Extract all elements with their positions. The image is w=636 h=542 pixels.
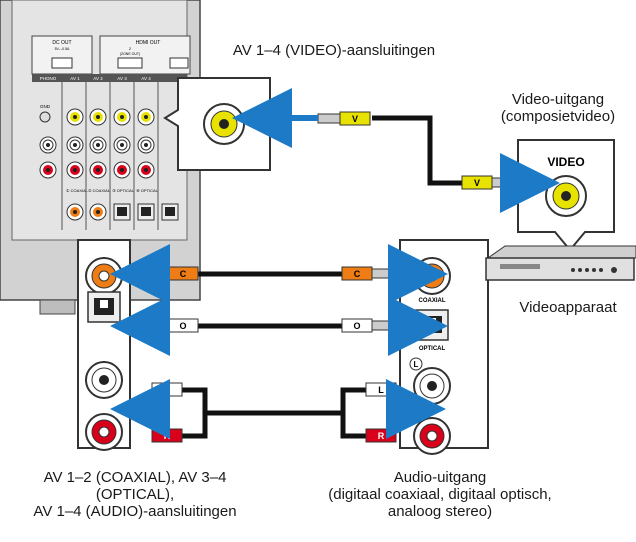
- receiver-rear-panel: DC OUT 5V---0.5A HDMI OUT 2 (ZONE OUT) P…: [0, 0, 201, 315]
- right-plug-label: R: [164, 431, 171, 441]
- gnd-label: GND: [40, 104, 51, 109]
- svg-text:2: 2: [129, 46, 132, 51]
- audio-output-label: Audio-uitgang (digitaal coaxiaal, digita…: [328, 469, 552, 520]
- video-output-label: Video-uitgang (composietvideo): [500, 91, 616, 125]
- svg-text:AV 1: AV 1: [70, 76, 80, 81]
- receiver-video-jack-callout: [163, 77, 271, 171]
- video-jack-title: VIDEO: [547, 155, 584, 169]
- svg-text:AV 3: AV 3: [117, 76, 127, 81]
- usb-port: [51, 57, 73, 69]
- dc-out-label: DC OUT: [52, 40, 71, 46]
- optical-plug-label: O: [179, 321, 186, 331]
- hdmi-port: [117, 57, 143, 69]
- receiver-jack-grid: ① COAXIAL ② COAXIAL ③ OPTICAL ④ OPTICAL: [39, 108, 179, 221]
- svg-text:AV 2: AV 2: [93, 76, 103, 81]
- video-device-icon: [485, 245, 636, 281]
- receiver-inputs-label: AV 1–2 (COAXIAL), AV 3–4 (OPTICAL), AV 1…: [33, 469, 237, 520]
- phono-label: PHONO: [40, 76, 57, 81]
- optical-cable: O O: [147, 318, 393, 333]
- svg-text:R: R: [378, 431, 385, 441]
- device-video-jack-callout: VIDEO: [517, 139, 615, 252]
- stereo-audio-cable: L R L R: [151, 382, 397, 443]
- svg-text:L: L: [378, 385, 384, 395]
- hdmi-out-label: HDMI OUT: [136, 40, 161, 46]
- video-plug-label: V: [352, 114, 358, 124]
- left-channel-label: L: [414, 360, 419, 369]
- svg-text:V: V: [474, 178, 480, 188]
- video-device-label: Videoapparaat: [519, 299, 617, 316]
- svg-text:③ OPTICAL: ③ OPTICAL: [112, 188, 135, 193]
- svg-text:② COAXIAL: ② COAXIAL: [88, 188, 111, 193]
- left-plug-label: L: [164, 385, 170, 395]
- svg-text:④ OPTICAL: ④ OPTICAL: [136, 188, 159, 193]
- svg-text:AV 4: AV 4: [141, 76, 151, 81]
- coaxial-cable: C C: [147, 266, 393, 281]
- svg-text:O: O: [353, 321, 360, 331]
- svg-text:C: C: [354, 269, 361, 279]
- receiver-audio-inputs-callout: [77, 239, 131, 451]
- gnd-terminal: [39, 111, 51, 123]
- signal-arrows: [110, 88, 560, 439]
- svg-text:① COAXIAL: ① COAXIAL: [66, 188, 89, 193]
- dc-out-sub-label: 5V---0.5A: [55, 47, 70, 51]
- av-video-connectors-label: AV 1–4 (VIDEO)-aansluitingen: [232, 42, 436, 59]
- optical-label: OPTICAL: [419, 346, 446, 352]
- coaxial-label: COAXIAL: [419, 298, 446, 304]
- coaxial-plug-label: C: [180, 269, 187, 279]
- svg-text:(ZONE OUT): (ZONE OUT): [120, 52, 140, 56]
